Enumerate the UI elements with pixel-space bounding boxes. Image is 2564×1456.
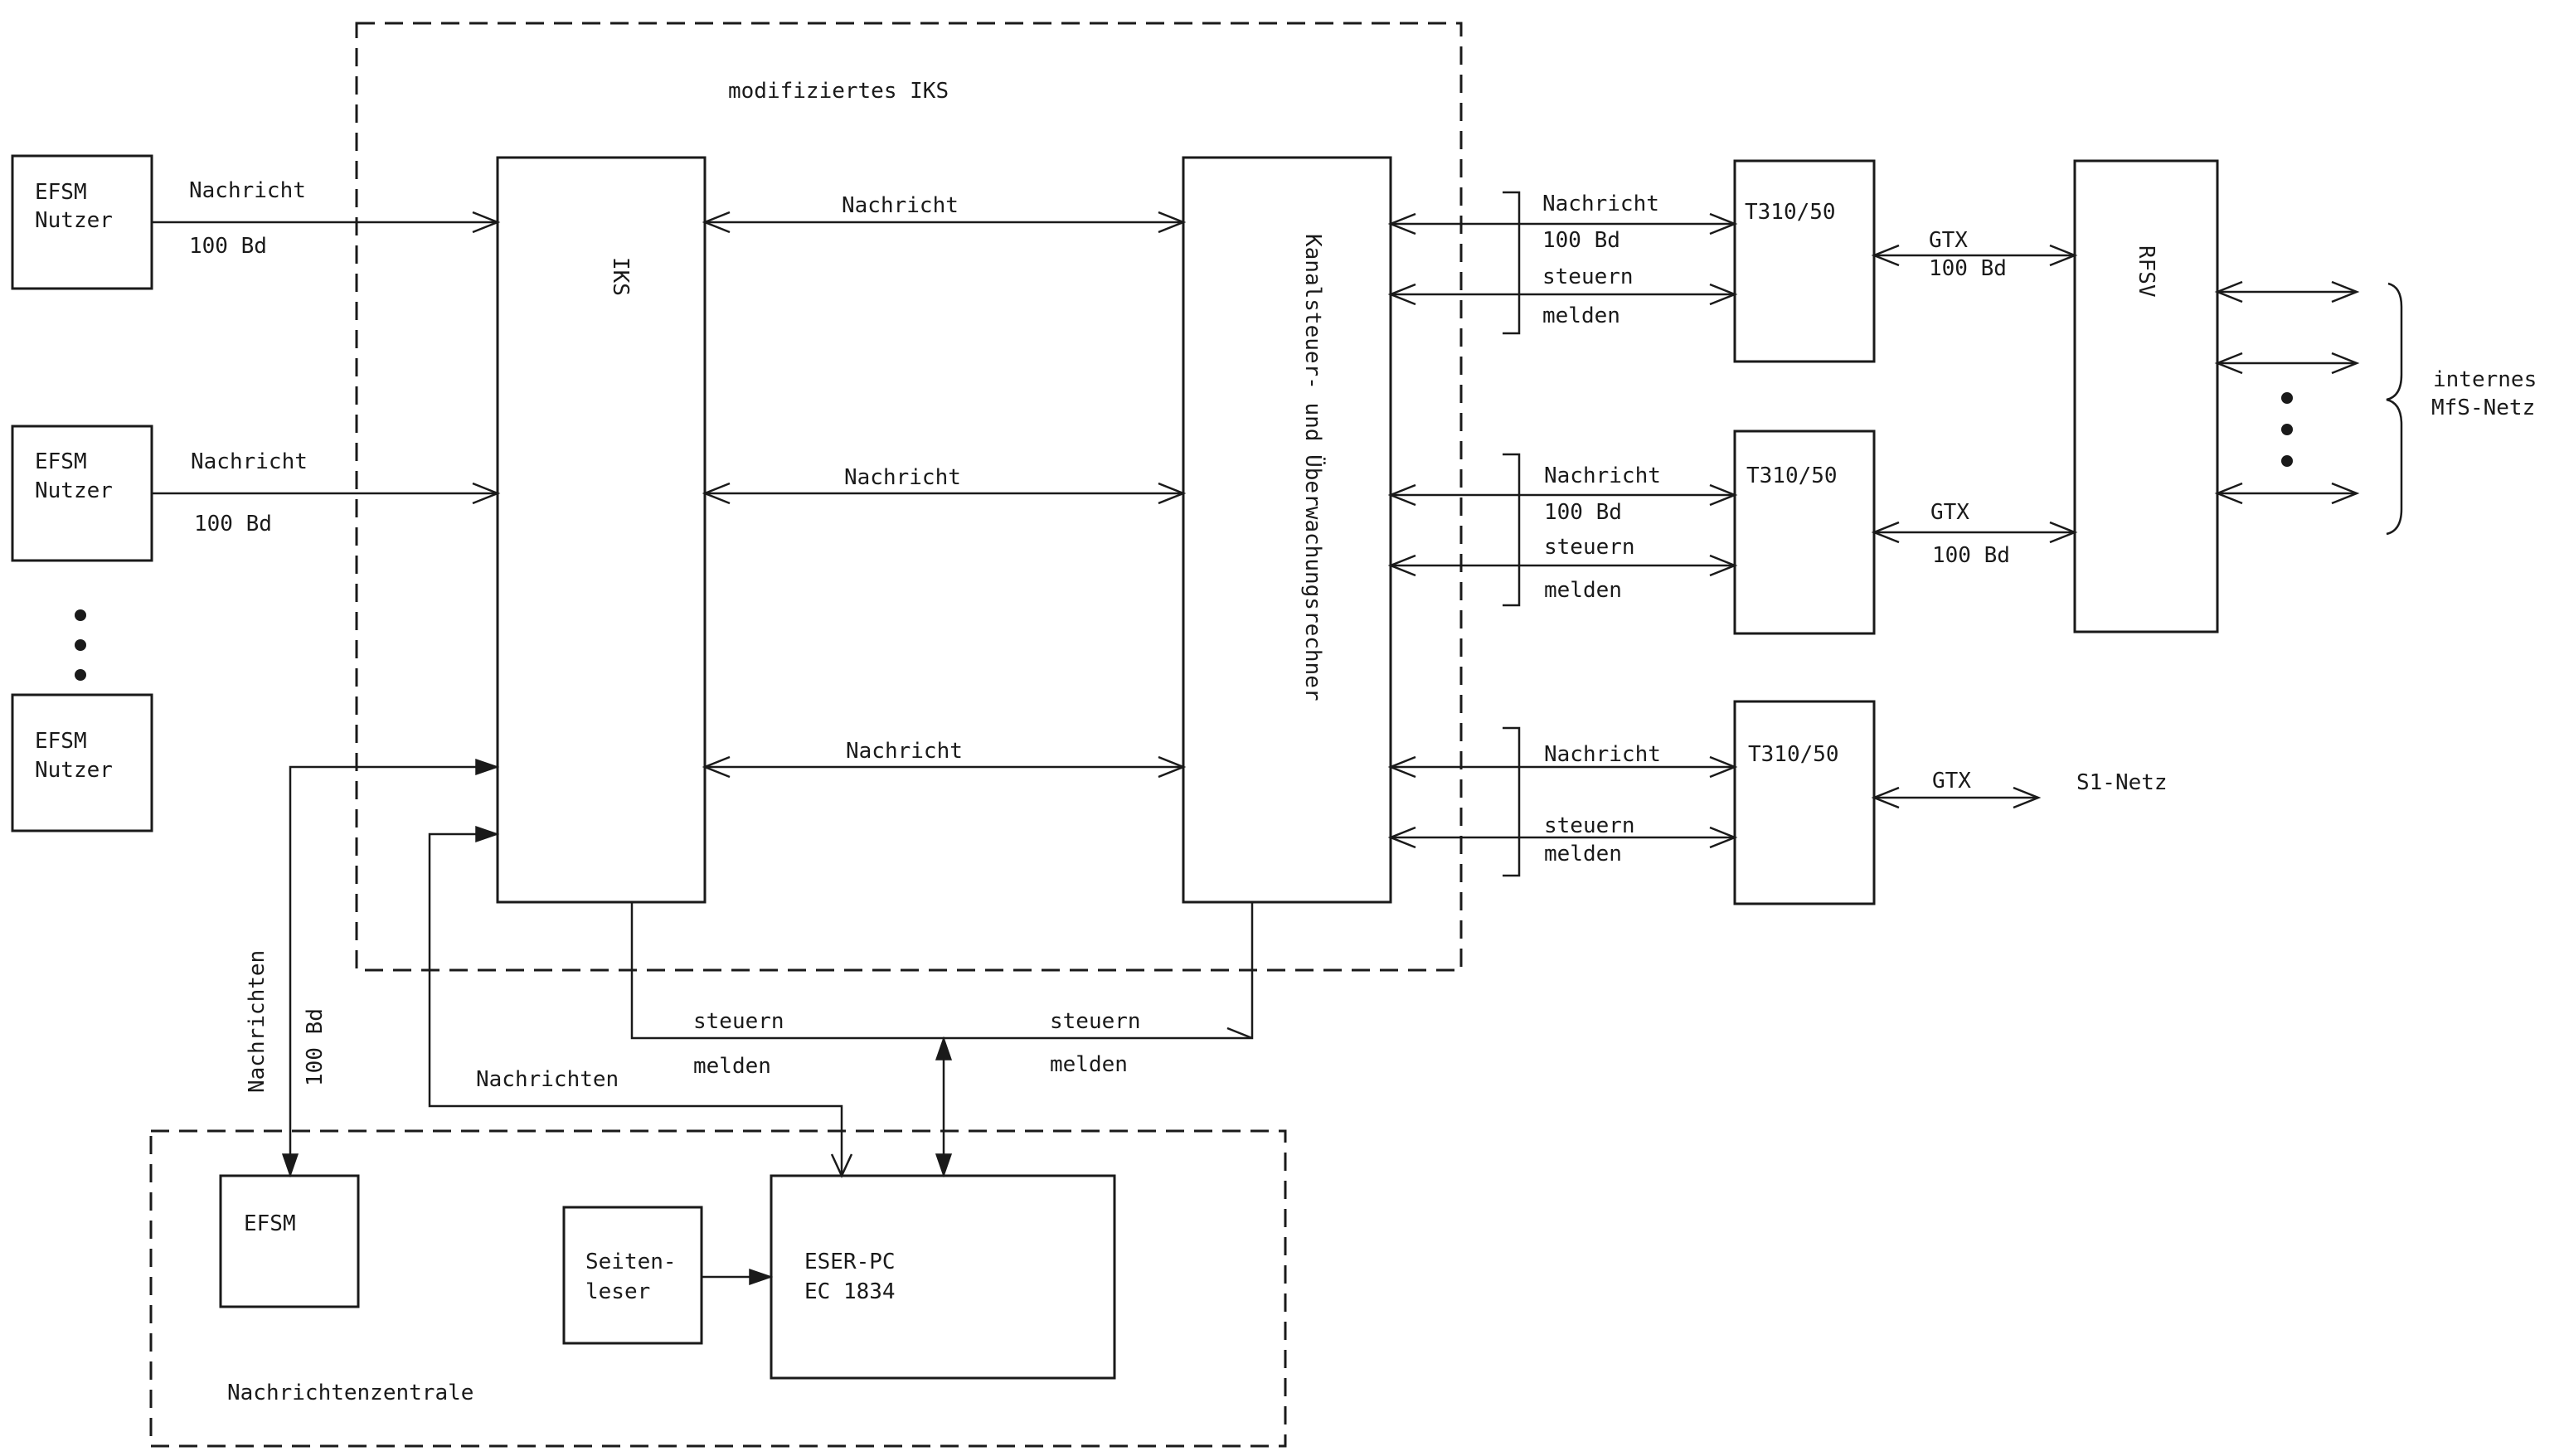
t310-1-to-rfsv-link: GTX 100 Bd [1871, 228, 2078, 281]
efsm-center-label: EFSM [244, 1211, 296, 1236]
modified-iks-group-label: modifiziertes IKS [728, 79, 949, 104]
iks-to-computer-link-3: Nachricht [702, 739, 1187, 779]
channel-2-control-label: steuern [1544, 535, 1635, 560]
channel-3-message-label: Nachricht [1544, 742, 1661, 767]
link-2-baud-label: 100 Bd [1932, 543, 2010, 568]
pc-to-iks-messages-link: Nachrichten [428, 825, 853, 1178]
iks-computer-message-label-3: Nachricht [846, 739, 963, 764]
modified-iks-group-boundary [355, 22, 1463, 972]
channel-2-baud-label: 100 Bd [1544, 500, 1622, 525]
link-2-gtx-label: GTX [1930, 500, 1969, 525]
efsm-center-box: EFSM [219, 1174, 360, 1308]
pc-link-messages-label: Nachrichten [476, 1067, 619, 1092]
t310-device-1: T310/50 [1733, 159, 1876, 363]
page-reader-to-pc-link [702, 1268, 774, 1286]
efsm-link-messages-label: Nachrichten [245, 950, 270, 1093]
efsm-to-iks-messages-link: Nachrichten 100 Bd [245, 758, 500, 1178]
efsm-user-3-label: EFSM [35, 729, 87, 754]
control-report-bus: steuern melden steuern melden [630, 902, 1254, 1178]
efsm-user-2: EFSM Nutzer [11, 425, 153, 562]
iks-block: IKS [496, 156, 707, 904]
internal-network-label-line-1: internes [2433, 367, 2537, 392]
page-reader-box: Seiten- leser [562, 1206, 703, 1345]
bus-control-label-left: steuern [693, 1009, 784, 1034]
channel-1-report-label: melden [1542, 303, 1620, 328]
channel-3-report-label: melden [1544, 842, 1622, 866]
t310-device-1-label: T310/50 [1745, 200, 1836, 225]
page-reader-label-line-1: Seiten- [585, 1250, 677, 1274]
t310-device-2: T310/50 [1733, 430, 1876, 635]
iks-to-computer-link-2: Nachricht [702, 465, 1187, 505]
iks-to-computer-link-1: Nachricht [702, 193, 1187, 234]
t310-2-to-rfsv-link: GTX 100 Bd [1871, 500, 2078, 568]
efsm-user-1: EFSM Nutzer [11, 154, 153, 290]
iks-computer-message-label-2: Nachricht [844, 465, 961, 490]
user-1-message-label: Nachricht [189, 178, 306, 203]
efsm-user-3-sublabel: Nutzer [35, 758, 113, 783]
channel-2-message-label: Nachricht [1544, 463, 1661, 488]
link-1-baud-label: 100 Bd [1929, 256, 2007, 281]
computer-to-t310-channel-1: Nachricht 100 Bd steuern melden [1387, 191, 1738, 335]
user-1-baud-label: 100 Bd [189, 234, 267, 259]
eser-pc-label-line-2: EC 1834 [804, 1279, 896, 1304]
user-2-to-iks-link: Nachricht 100 Bd [152, 449, 501, 536]
efsm-user-2-sublabel: Nutzer [35, 478, 113, 503]
rfsv-to-internal-network-links [2214, 280, 2360, 505]
channel-3-control-label: steuern [1544, 813, 1635, 838]
eser-pc-label-line-1: ESER-PC [804, 1250, 896, 1274]
link-1-gtx-label: GTX [1929, 228, 1968, 253]
bus-report-label-left: melden [693, 1054, 771, 1079]
eser-pc-box: ESER-PC EC 1834 [770, 1174, 1116, 1380]
link-3-gtx-label: GTX [1932, 769, 1971, 794]
computer-to-t310-channel-2: Nachricht 100 Bd steuern melden [1387, 453, 1738, 607]
bus-control-label-right: steuern [1050, 1009, 1141, 1034]
channel-1-control-label: steuern [1542, 265, 1634, 289]
iks-block-label: IKS [608, 257, 633, 296]
s1-network-label: S1-Netz [2076, 770, 2168, 795]
message-center-group-boundary [149, 1129, 1287, 1448]
t310-3-to-s1-link: GTX [1871, 769, 2042, 809]
computer-to-t310-channel-3: Nachricht steuern melden [1387, 726, 1738, 877]
iks-computer-message-label-1: Nachricht [842, 193, 959, 218]
t310-device-2-label: T310/50 [1746, 463, 1838, 488]
channel-1-baud-label: 100 Bd [1542, 228, 1620, 253]
efsm-link-baud-label: 100 Bd [303, 1008, 328, 1086]
user-2-baud-label: 100 Bd [194, 512, 272, 536]
internal-network-brace [2386, 282, 2403, 536]
channel-1-message-label: Nachricht [1542, 192, 1659, 216]
message-center-group-label: Nachrichtenzentrale [227, 1381, 473, 1405]
channel-2-report-label: melden [1544, 578, 1622, 603]
channel-control-computer-block: Kanalsteuer- und Überwachungsrechner [1182, 156, 1392, 904]
bus-report-label-right: melden [1050, 1052, 1128, 1077]
efsm-user-2-label: EFSM [35, 449, 87, 474]
t310-device-3: T310/50 [1733, 700, 1876, 905]
internal-network-label-line-2: MfS-Netz [2431, 396, 2535, 420]
rfsv-block-label: RFSV [2134, 245, 2159, 298]
user-1-to-iks-link: Nachricht 100 Bd [152, 178, 501, 259]
efsm-user-1-label: EFSM [35, 180, 87, 205]
efsm-user-3: EFSM Nutzer [11, 693, 153, 832]
vertical-ellipsis-users [75, 609, 86, 681]
rfsv-block: RFSV [2073, 159, 2219, 633]
page-reader-label-line-2: leser [585, 1279, 650, 1304]
efsm-user-1-sublabel: Nutzer [35, 208, 113, 233]
user-2-message-label: Nachricht [191, 449, 308, 474]
t310-device-3-label: T310/50 [1748, 742, 1839, 767]
channel-control-computer-label: Kanalsteuer- und Überwachungsrechner [1300, 234, 1327, 701]
